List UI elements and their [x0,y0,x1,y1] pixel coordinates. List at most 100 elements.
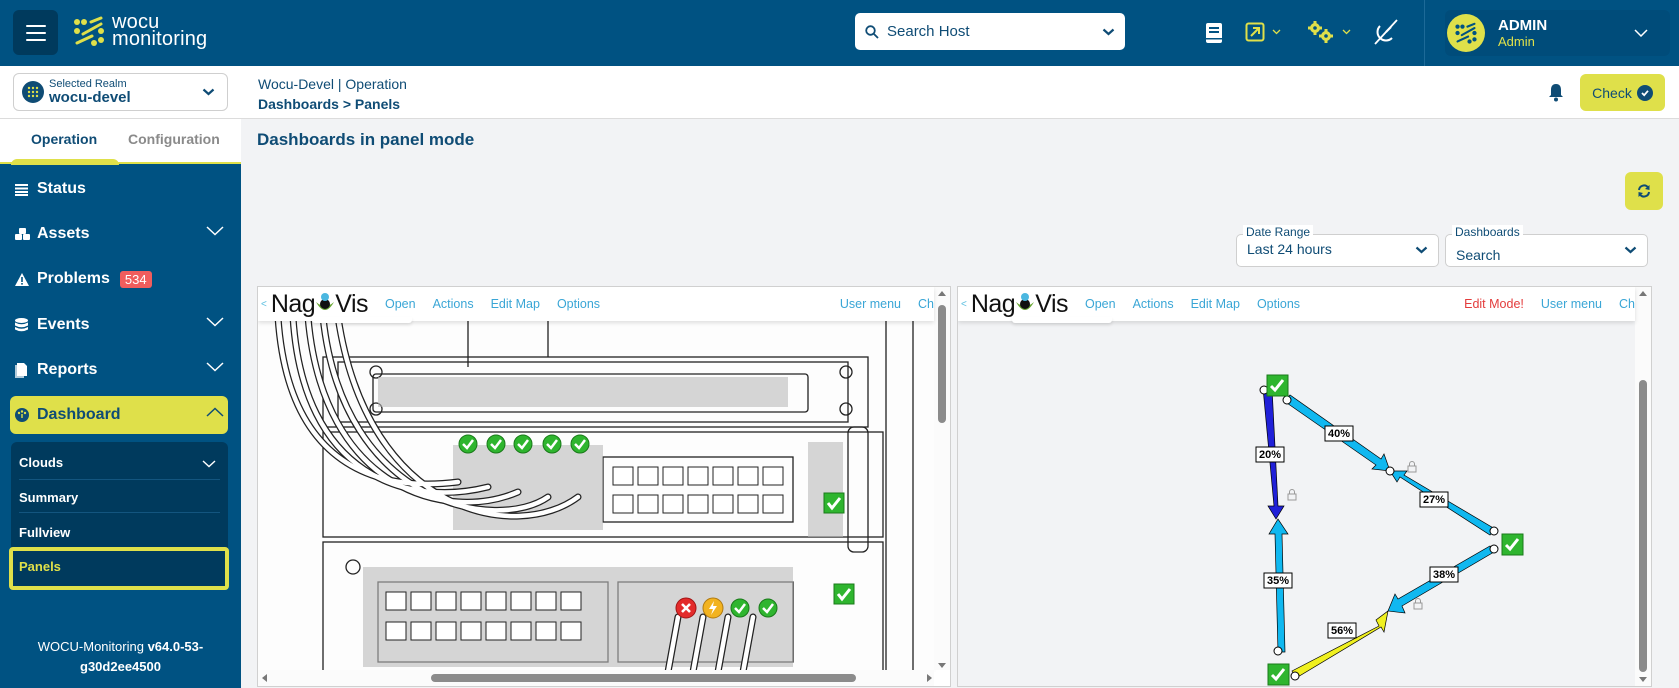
realm-selector[interactable]: Selected Realm wocu-devel [13,73,228,111]
sidebar-item-label: Events [37,316,90,333]
submenu-item-panels[interactable]: Panels [9,547,229,590]
nagvis-menu-open[interactable]: Open [1085,297,1116,311]
search-host-input[interactable]: Search Host [855,13,1125,50]
chevron-down-icon[interactable] [1102,28,1115,36]
warning-icon [15,272,33,286]
chevron-down-icon[interactable] [1272,29,1281,35]
horizontal-scroll-thumb[interactable] [431,674,856,682]
nagvis-menu-open[interactable]: Open [385,297,416,311]
chevron-down-icon[interactable] [1634,29,1648,37]
realm-value: wocu-devel [49,89,131,106]
vertical-scroll-thumb[interactable] [938,305,946,423]
menu-toggle-button[interactable] [13,10,58,55]
host-status-ok-icons [1266,374,1524,686]
external-link-icon[interactable] [1245,22,1265,42]
vertical-scrollbar[interactable] [934,287,950,670]
dashboards-select[interactable]: Dashboards Search [1445,225,1648,267]
breadcrumb: Wocu-Devel | Operation Dashboards > Pane… [258,74,407,114]
sidebar-item-events[interactable]: Events [10,306,228,344]
nagvis-menu-edit-map[interactable]: Edit Map [1190,297,1240,311]
nagvis-menu-actions[interactable]: Actions [432,297,474,311]
tab-operation[interactable]: Operation [31,131,98,147]
tab-configuration[interactable]: Configuration [128,131,220,147]
submenu-item-summary[interactable]: Summary [19,490,79,505]
nagvis-menu-truncated[interactable]: Ch [1619,297,1635,311]
nagvis-logo: Nag Vis [270,289,369,319]
date-range-select[interactable]: Date Range Last 24 hours [1236,225,1439,267]
host-status-ok-icon[interactable] [833,583,855,605]
nagvis-menu-options[interactable]: Options [1256,297,1301,311]
vertical-scrollbar[interactable] [1635,287,1651,686]
nagvis-user-menu[interactable]: User menu [839,297,902,311]
nagvis-header-toggle[interactable] [312,317,412,323]
logo-line-2: monitoring [112,28,208,50]
nagvis-panel-network-map: 20% 40% 27% 35% 38% 56% < Nag Vis Open A… [957,286,1652,687]
collapse-arrow-icon[interactable]: < [261,298,267,310]
database-icon [15,318,33,332]
nagvis-header-toggle[interactable] [1012,317,1112,323]
bell-icon[interactable] [1548,83,1564,102]
sidebar-item-dashboard[interactable]: Dashboard [10,396,228,434]
page-title: Dashboards in panel mode [257,130,475,149]
scroll-right-arrow-icon[interactable] [927,674,932,682]
horizontal-scrollbar[interactable] [258,670,934,686]
scroll-left-arrow-icon[interactable] [262,674,267,682]
cubes-icon [15,227,33,241]
context-bar: Selected Realm wocu-devel Wocu-Devel | O… [0,66,1679,119]
topbar-divider [1424,0,1425,66]
network-weathermap: 20% 40% 27% 35% 38% 56% [1255,374,1524,686]
sidebar-item-assets[interactable]: Assets [10,215,228,253]
user-name: ADMIN [1498,16,1548,34]
nagvis-menu-options[interactable]: Options [556,297,601,311]
scroll-down-arrow-icon[interactable] [1639,677,1647,682]
avatar [1447,14,1485,52]
nagvis-menu-actions[interactable]: Actions [1132,297,1174,311]
nagvis-logo-left: Nag [270,289,316,318]
sidebar-item-problems[interactable]: Problems 534 [10,260,228,298]
nagvis-edit-mode-indicator: Edit Mode! [1464,297,1524,311]
chevron-up-icon [206,407,224,417]
chevron-down-icon [206,317,224,327]
nagvis-logo-right: Vis [1035,289,1068,318]
check-button[interactable]: Check [1580,74,1665,111]
service-status-ok-icons[interactable] [458,434,598,454]
link-label-27: 27% [1419,491,1449,508]
submenu-item-fullview[interactable]: Fullview [19,525,71,540]
nagvis-menu-truncated[interactable]: Ch [918,297,934,311]
book-icon[interactable] [1205,22,1223,44]
sidebar-item-status[interactable]: Status [10,170,228,208]
nagvis-panel-rack: < Nag Vis Open Actions Edit Map Options … [257,286,951,687]
satellite-off-icon[interactable] [1372,18,1400,46]
link-label-35: 35% [1263,572,1293,589]
svg-text:35%: 35% [1267,575,1289,587]
refresh-button[interactable] [1625,172,1663,210]
scroll-down-arrow-icon[interactable] [938,663,946,668]
nagvis-header: < Nag Vis Open Actions Edit Map Options … [258,287,934,321]
collapse-arrow-icon[interactable]: < [961,298,967,310]
submenu-item-clouds[interactable]: Clouds [19,455,64,470]
svg-text:38%: 38% [1433,569,1455,581]
scroll-up-arrow-icon[interactable] [938,291,946,296]
chevron-down-icon[interactable] [202,460,216,468]
sidebar-item-reports[interactable]: Reports [10,351,228,389]
vertical-scroll-thumb[interactable] [1639,380,1647,672]
logo-line-1: wocu [112,11,160,33]
gears-icon[interactable] [1307,20,1335,44]
avatar-logo-icon [1455,22,1477,44]
chevron-down-icon [1415,246,1428,254]
chevron-down-icon [206,362,224,372]
user-menu[interactable]: ADMIN Admin [1445,10,1670,56]
chevron-down-icon[interactable] [1342,29,1351,35]
scroll-up-arrow-icon[interactable] [1639,291,1647,296]
host-status-ok-icon[interactable] [823,492,845,514]
breadcrumb-section[interactable]: Dashboards [258,96,339,112]
search-host-placeholder: Search Host [887,23,970,40]
nagvis-user-menu[interactable]: User menu [1540,297,1603,311]
nagvis-menu-edit-map[interactable]: Edit Map [490,297,540,311]
breadcrumb-separator: > [342,96,351,112]
service-status-mixed-icons[interactable] [675,597,785,619]
svg-text:20%: 20% [1259,449,1281,461]
chevron-down-icon [1624,246,1637,254]
